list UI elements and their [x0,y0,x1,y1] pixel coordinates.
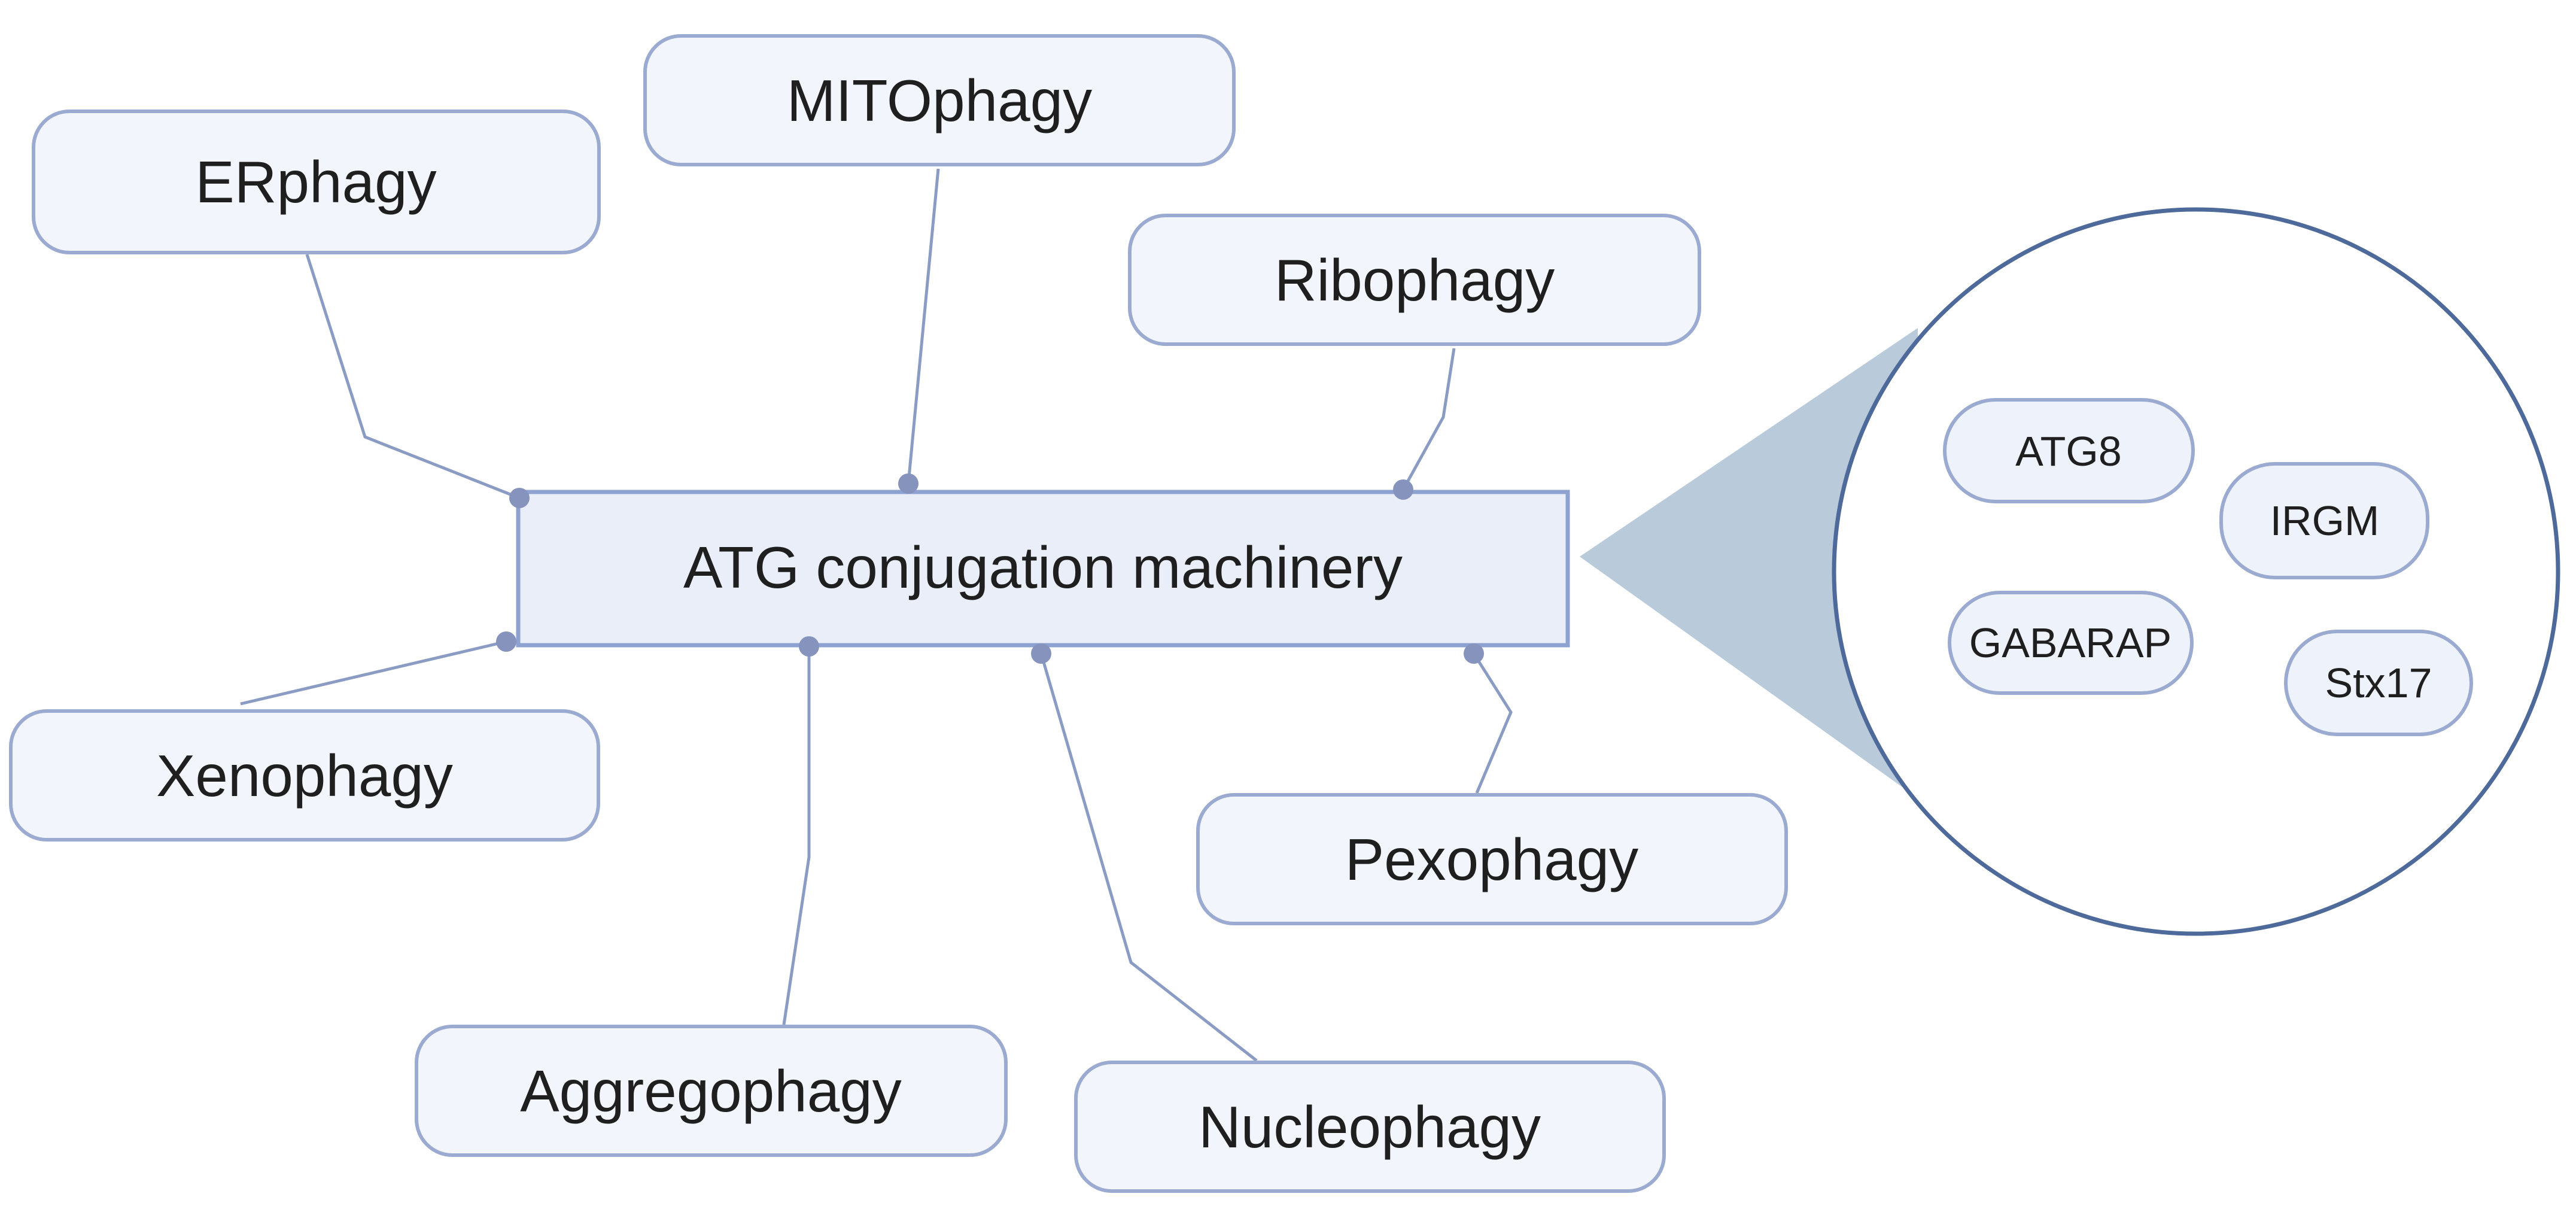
dot-erphagy [509,488,530,508]
svg-text:Stx17: Stx17 [2325,660,2432,706]
connector-ribophagy [1401,348,1456,491]
zoom-circle [1832,207,2560,936]
dot-nucleophagy [1031,643,1051,664]
connectors [240,168,1513,1062]
svg-text:ERphagy: ERphagy [195,149,436,215]
svg-text:Aggregophagy: Aggregophagy [520,1058,902,1124]
pill-atg8: ATG8 [1943,398,2195,503]
pill-irgm: IRGM [2219,462,2429,579]
dot-mitophagy [898,473,919,494]
pill-stx17: Stx17 [2284,630,2473,736]
svg-text:IRGM: IRGM [2270,497,2380,544]
node-ribophagy: Ribophagy [1128,214,1701,346]
dot-pexophagy [1464,643,1484,664]
svg-text:Xenophagy: Xenophagy [156,743,453,809]
svg-text:Ribophagy: Ribophagy [1275,247,1555,313]
node-aggregophagy: Aggregophagy [415,1025,1008,1157]
connector-xenophagy [240,640,507,706]
central-box: ATG conjugation machinery [516,490,1570,648]
connector-nucleophagy [1039,653,1258,1062]
connector-aggregophagy [782,646,811,1025]
node-pexophagy: Pexophagy [1196,793,1788,925]
node-erphagy: ERphagy [32,110,601,254]
svg-text:Nucleophagy: Nucleophagy [1199,1094,1541,1160]
connection-dots [496,473,1484,664]
connector-pexophagy [1472,652,1513,794]
connector-mitophagy [907,168,940,484]
svg-text:GABARAP: GABARAP [1969,619,2171,666]
dot-ribophagy [1393,479,1413,500]
dot-xenophagy [496,631,516,652]
connector-erphagy [305,254,520,500]
svg-text:Pexophagy: Pexophagy [1345,827,1638,892]
zoom-callout-wedge [1580,328,1918,796]
dot-aggregophagy [799,636,819,657]
svg-text:ATG8: ATG8 [2015,428,2122,475]
svg-text:MITOphagy: MITOphagy [787,68,1092,133]
central-label: ATG conjugation machinery [683,534,1403,600]
node-xenophagy: Xenophagy [9,709,600,842]
node-nucleophagy: Nucleophagy [1074,1061,1666,1193]
node-mitophagy: MITOphagy [643,34,1236,166]
pill-gabarap: GABARAP [1948,591,2194,695]
